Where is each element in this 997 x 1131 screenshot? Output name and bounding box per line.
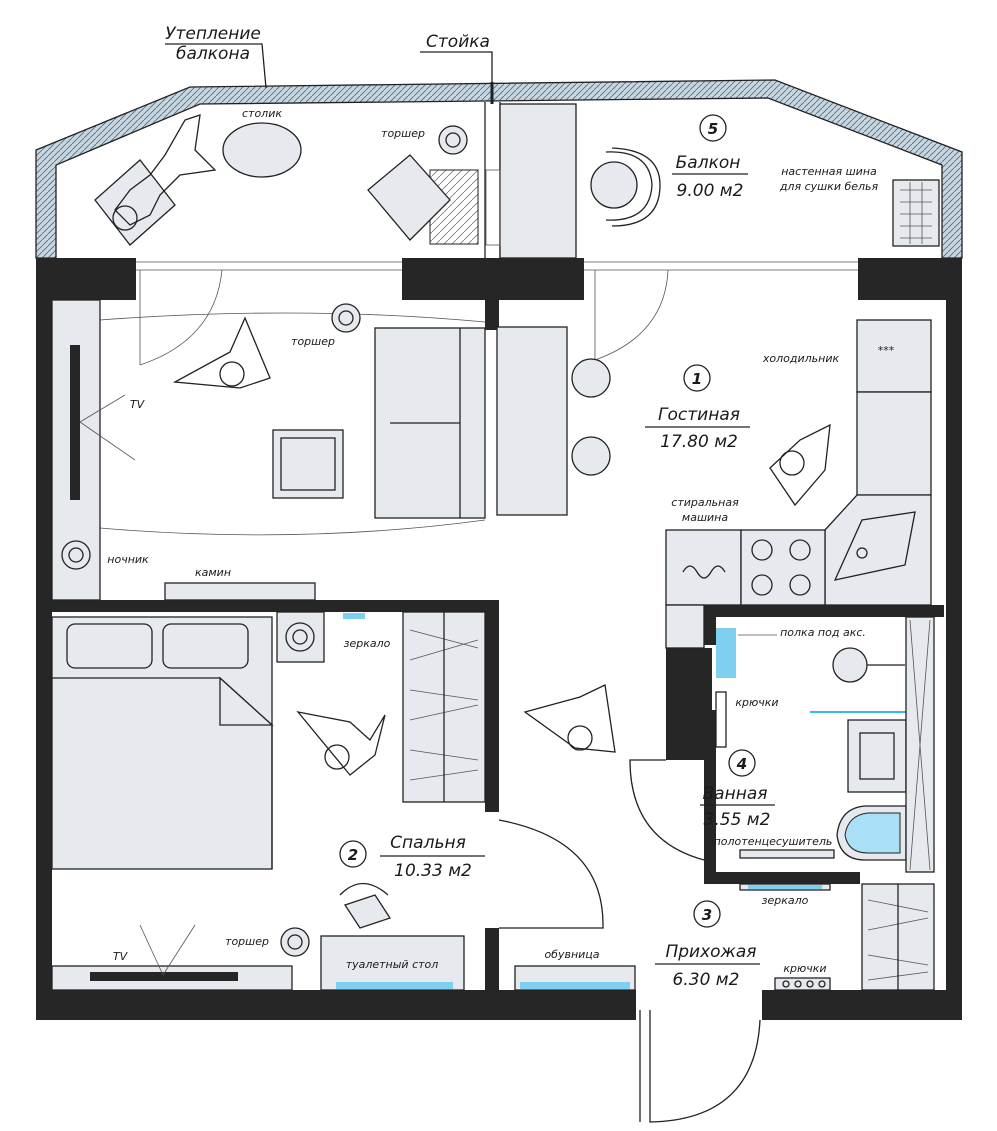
tv-bedroom-label: TV (113, 950, 129, 963)
vanity-label: туалетный стол (346, 958, 439, 971)
living-name: Гостиная (658, 405, 740, 425)
cooktop (740, 529, 826, 606)
balcony-area: 9.00 м2 (677, 181, 744, 201)
hooks-hall-label: крючки (783, 962, 826, 975)
living-room: TV ночник камин торшер 1 Гостиная 17.80 … (51, 299, 750, 601)
person-kitchen (769, 423, 831, 507)
tv-living-label: TV (130, 398, 146, 411)
bar-stool-1 (571, 358, 611, 398)
table-label: столик (242, 107, 282, 120)
bedroom-mirror (343, 613, 365, 619)
balcony-chair (590, 161, 638, 209)
kitchen: *** холодильник стиральная машина (665, 319, 932, 649)
bedroom-number: 2 (348, 846, 358, 864)
balcony: столик торшер 5 Балкон 9.00 м2 настенная… (35, 79, 963, 259)
balcony-armchair (367, 154, 451, 241)
bath-door (629, 759, 705, 861)
washer-label-1: стиральная (671, 496, 739, 509)
balcony-lounger (94, 159, 176, 246)
fireplace-label: камин (195, 566, 231, 579)
night-lamp-label: ночник (107, 553, 149, 566)
living-area: 17.80 м2 (660, 432, 738, 452)
washing-machine (665, 529, 742, 606)
callouts: Утепление балкона Стойка (165, 24, 493, 89)
bath-area: 3.55 м2 (704, 810, 771, 830)
fridge (856, 319, 932, 393)
balcony-table (222, 122, 302, 178)
insulation-label-2: балкона (176, 44, 250, 64)
person-hallway (523, 684, 616, 753)
insulation-label-1: Утепление (165, 24, 261, 44)
mirror-hall-label: зеркало (762, 894, 809, 907)
bar-stool-2 (571, 436, 611, 476)
vanity-table (320, 935, 465, 991)
bedroom-door (498, 819, 604, 929)
bedroom-floor-lamp (280, 927, 310, 957)
walls (36, 258, 962, 1020)
balcony-floor-lamp (438, 125, 468, 155)
kitchen-cabinet-right (856, 391, 932, 496)
drying-rail-label-1: настенная шина (781, 165, 877, 178)
towel-dryer-label: полотенцесушитель (714, 835, 833, 848)
bathroom: полка под акс. крючки 4 Ванная 3.55 м2 п… (629, 616, 935, 873)
balcony-name: Балкон (676, 153, 741, 173)
washer-label-2: машина (682, 511, 728, 524)
hall-area: 6.30 м2 (673, 970, 740, 990)
entry-door (649, 1010, 761, 1123)
person-on-lounger (114, 114, 217, 226)
floor-lamp-bedroom-label: торшер (225, 935, 269, 948)
pillow-1 (66, 623, 153, 669)
pillow-2 (162, 623, 249, 669)
towel-dryer (739, 849, 835, 859)
drying-rail-label-2: для сушки белья (779, 180, 879, 193)
bedroom-area: 10.33 м2 (394, 861, 472, 881)
balcony-storage (499, 103, 577, 259)
accessory-shelf (716, 628, 736, 678)
shoe-rack-label: обувница (544, 948, 599, 961)
bath-name: Ванная (703, 784, 768, 804)
fridge-label: холодильник (762, 352, 840, 365)
hallway: зеркало 3 Прихожая 6.30 м2 обувница крюч… (514, 684, 935, 1123)
hooks-hall (774, 977, 831, 991)
living-floor-lamp (331, 303, 361, 333)
floor-lamp-balcony-label: торшер (381, 127, 425, 140)
balcony-number: 5 (708, 120, 718, 138)
bath-sink (847, 719, 907, 793)
post-label: Стойка (426, 32, 490, 52)
living-number: 1 (692, 370, 702, 388)
hooks-bath-label: крючки (735, 696, 778, 709)
person-living (172, 316, 271, 389)
windows (99, 261, 858, 536)
bedroom-name: Спальня (390, 833, 466, 853)
hall-number: 3 (702, 906, 712, 924)
bar-counter (496, 326, 568, 516)
shower-head (832, 647, 868, 683)
night-lamp (61, 540, 91, 570)
mirror-bedroom-label: зеркало (344, 637, 391, 650)
nightstand (276, 611, 325, 663)
accessory-shelf-label: полка под акс. (780, 626, 866, 639)
coffee-table (272, 429, 344, 499)
fridge-marks: *** (878, 344, 895, 357)
floor-lamp-living-label: торшер (291, 335, 335, 348)
person-bedroom (296, 711, 386, 776)
hall-name: Прихожая (665, 942, 756, 962)
fireplace (164, 582, 316, 601)
vanity-chair (343, 894, 392, 929)
bedroom: зеркало 2 Спальня 10.33 м2 торшер туалет… (51, 611, 604, 991)
bath-number: 4 (736, 755, 747, 773)
drying-rail (892, 179, 940, 247)
